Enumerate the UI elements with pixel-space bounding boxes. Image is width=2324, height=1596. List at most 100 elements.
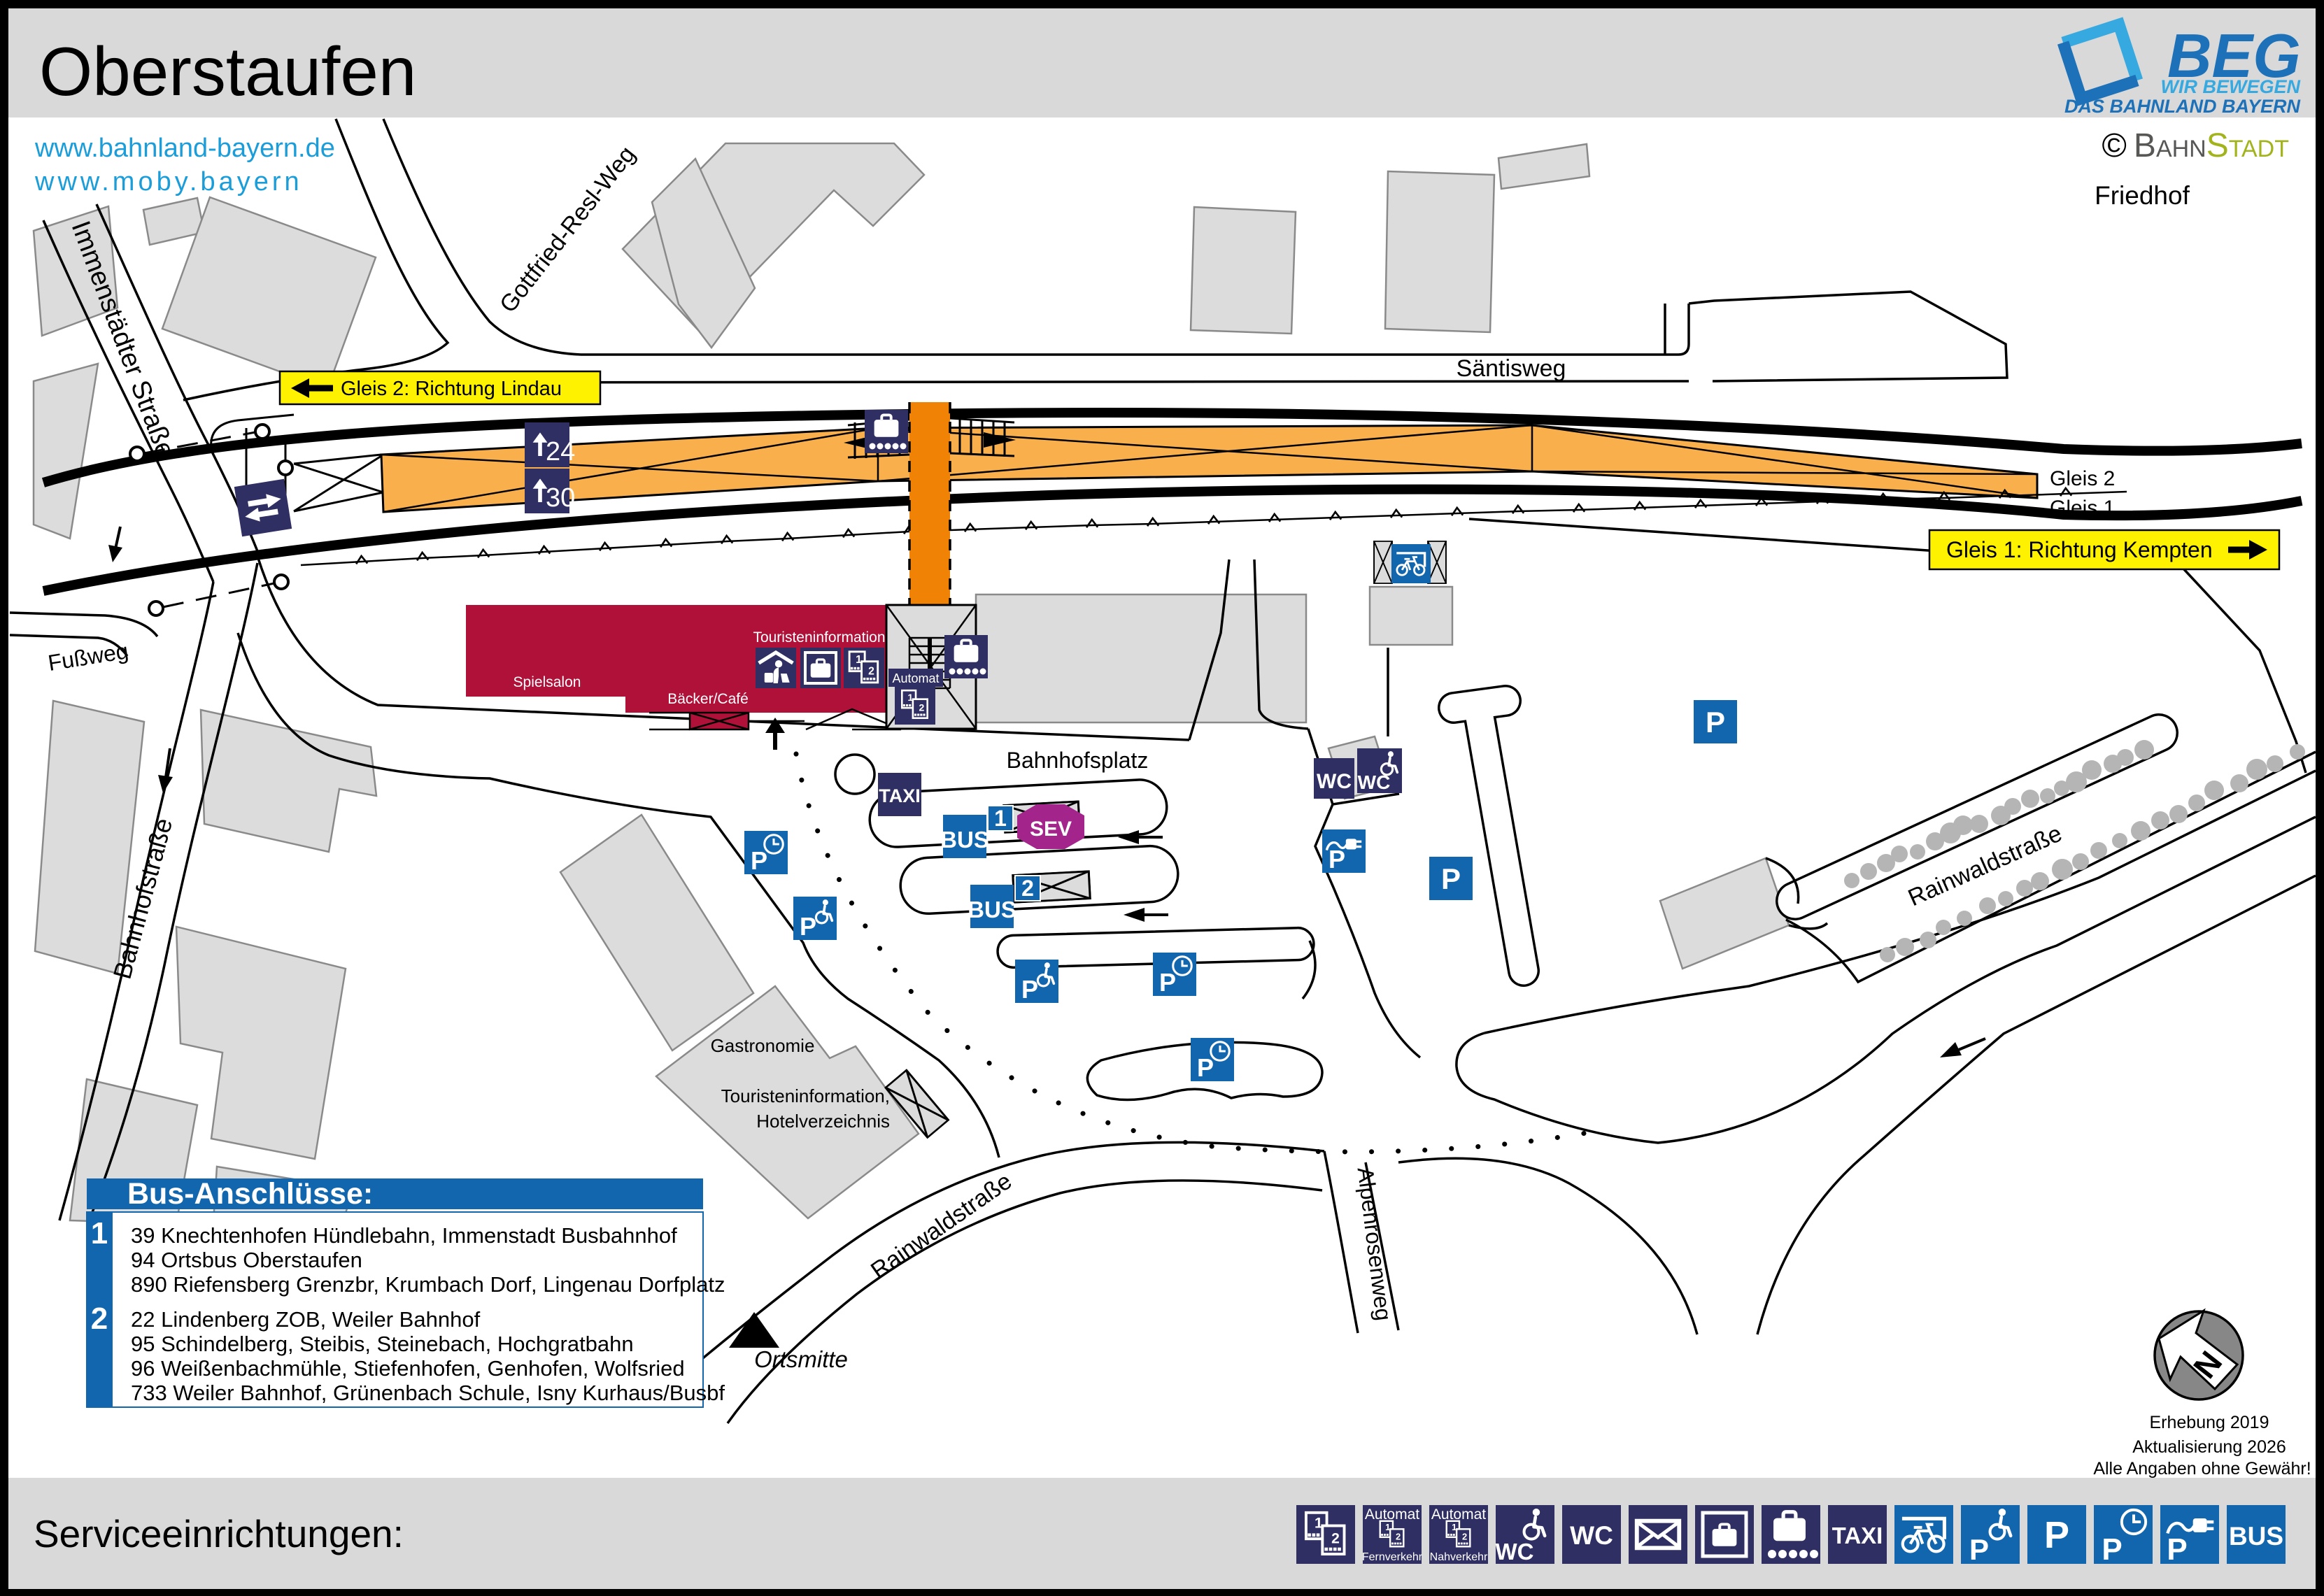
header-band	[8, 8, 2316, 117]
link-moby-bayern[interactable]: www.moby.bayern	[34, 167, 303, 197]
p-clock-west: P	[744, 831, 788, 875]
legend-line: 94 Ortsbus Oberstaufen	[131, 1248, 362, 1272]
building	[1368, 585, 1454, 646]
service-icon-bus: BUS	[2227, 1505, 2286, 1564]
p-wheelchair-west: P	[793, 897, 837, 941]
service-icon-p-charge: P	[2160, 1505, 2219, 1567]
label-saentisweg: Säntisweg	[1457, 355, 1566, 382]
svg-text:WC: WC	[1496, 1539, 1534, 1565]
hedge-street-north	[1880, 744, 2305, 962]
wc-icon: WC	[1314, 758, 1354, 799]
svg-text:WC: WC	[1570, 1521, 1613, 1550]
link-bahnland-bayern[interactable]: www.bahnland-bayern.de	[34, 134, 335, 163]
label-ortsmitte: Ortsmitte	[754, 1346, 848, 1372]
copyright-icon: ©	[2102, 127, 2127, 164]
hedge-strip	[1844, 740, 2154, 888]
legend-body	[86, 1211, 704, 1408]
note-erhebung: Erhebung 2019	[2150, 1413, 2269, 1432]
svg-text:Automat: Automat	[1365, 1506, 1419, 1523]
p-charge-icon: P	[1322, 829, 1366, 874]
sign-gleis2-text: Gleis 2: Richtung Lindau	[341, 378, 562, 400]
legend-number-column	[87, 1212, 113, 1407]
service-icon-bike	[1894, 1505, 1953, 1564]
legend-line: 22 Lindenberg ZOB, Weiler Bahnhof	[131, 1307, 481, 1332]
legend-stop-2: 2	[91, 1302, 108, 1336]
p-icon-east: P	[1694, 700, 1737, 743]
legend-line: 96 Weißenbachmühle, Stiefenhofen, Genhof…	[131, 1356, 685, 1381]
svg-text:P: P	[1328, 845, 1345, 874]
building	[199, 708, 378, 853]
label-baecker-cafe: Bäcker/Café	[667, 691, 749, 707]
platform-sign-30: 30	[525, 469, 575, 513]
svg-text:P: P	[2044, 1514, 2069, 1556]
svg-text:P: P	[1441, 862, 1461, 895]
bike-parking-icon	[1391, 544, 1431, 583]
beg-logo: BEG WIR BEWEGEN DAS BAHNLAND BAYERN	[2057, 17, 2301, 117]
map-notes: Erhebung 2019 Aktualisierung 2026 Alle A…	[2093, 1413, 2311, 1479]
svg-text:Automat: Automat	[1431, 1506, 1486, 1523]
service-icon-p: P	[2027, 1505, 2086, 1564]
service-icon-taxi: TAXI	[1828, 1505, 1887, 1564]
bahnstadt-credit: ©BahnStadt	[2102, 127, 2289, 164]
label-touristeninfo-hotel-2: Hotelverzeichnis	[756, 1111, 890, 1132]
label-gastronomie: Gastronomie	[711, 1035, 815, 1056]
legend-line: 890 Riefensberg Grenzbr, Krumbach Dorf, …	[131, 1272, 725, 1297]
label-touristeninfo-hotel-1: Touristeninformation,	[721, 1085, 890, 1106]
footer-heading: Serviceeinrichtungen:	[34, 1512, 404, 1555]
sev-text: SEV	[1030, 818, 1072, 841]
parking-island-hook	[1301, 940, 1317, 1000]
buildings	[32, 142, 1790, 1225]
track-fence	[300, 486, 2127, 567]
direction-sign-lindau: Gleis 2: Richtung Lindau	[278, 370, 602, 406]
service-icons: Automat Fernverkehr Automat Nahverkehr W…	[1296, 1505, 2286, 1567]
platform-30-text: 30	[546, 483, 575, 513]
taxi-sign: TAXI	[878, 773, 921, 816]
rail-gleis2	[41, 408, 2302, 487]
service-icon-wc: WC	[1562, 1505, 1621, 1564]
legend-line: 733 Weiler Bahnhof, Grünenbach Schule, I…	[131, 1381, 725, 1405]
automat-label: Automat	[892, 671, 939, 685]
automat-icon: Automat	[888, 669, 943, 725]
direction-sign-kempten: Gleis 1: Richtung Kempten	[1928, 529, 2281, 571]
label-bahnhofsplatz: Bahnhofsplatz	[1007, 748, 1149, 773]
service-icon-automat-nahverkehr: Automat Nahverkehr	[1429, 1505, 1488, 1564]
beg-claim-2: DAS BAHNLAND BAYERN	[2064, 96, 2301, 117]
svg-text:P: P	[1159, 968, 1176, 997]
sev-sign	[1017, 804, 1084, 849]
building	[175, 925, 347, 1160]
service-icon-wc-wheelchair: WC	[1496, 1505, 1554, 1565]
parking-island-south	[1086, 1041, 1324, 1102]
svg-text:TAXI: TAXI	[1832, 1523, 1883, 1548]
dotted-footpath	[793, 751, 1612, 1155]
building	[1497, 143, 1591, 190]
svg-text:P: P	[800, 912, 816, 941]
touristinfo-icons	[756, 648, 884, 688]
fernverkehr-label: Fernverkehr	[1362, 1551, 1423, 1563]
building	[32, 205, 119, 337]
label-touristeninformation: Touristeninformation	[753, 629, 885, 646]
svg-text:P: P	[2167, 1532, 2187, 1567]
label-friedhof: Friedhof	[2095, 181, 2190, 210]
wc-text: WC	[1317, 770, 1352, 793]
service-icon-luggage	[1762, 1505, 1820, 1564]
service-icon-locker	[1695, 1505, 1754, 1564]
bus-stop-1: BUS 1 SEV	[940, 804, 1084, 858]
beg-text: BEG	[2167, 21, 2301, 90]
building	[651, 157, 756, 350]
bus2-text: BUS	[968, 897, 1016, 922]
p-wheelchair-middle: P	[1015, 960, 1058, 1004]
legend-line: 95 Schindelberg, Steibis, Steinebach, Ho…	[131, 1332, 634, 1356]
building	[1189, 206, 1297, 335]
service-icon-p-clock: P	[2094, 1505, 2153, 1567]
p-icon-middle: P	[1429, 857, 1473, 900]
brand-bahn: Bahn	[2134, 127, 2206, 164]
label-spielsalon: Spielsalon	[513, 674, 581, 690]
station-crossing-sign	[234, 478, 292, 537]
p-clock-middle: P	[1153, 953, 1196, 997]
svg-text:P: P	[1021, 975, 1038, 1004]
ortsmitte-arrow	[729, 1312, 779, 1348]
bike-shelter-left	[1373, 541, 1393, 584]
service-icon-mailbox	[1629, 1505, 1687, 1564]
bus2-number: 2	[1021, 876, 1034, 901]
station-labels: Spielsalon Bäcker/Café Touristeninformat…	[513, 629, 886, 707]
